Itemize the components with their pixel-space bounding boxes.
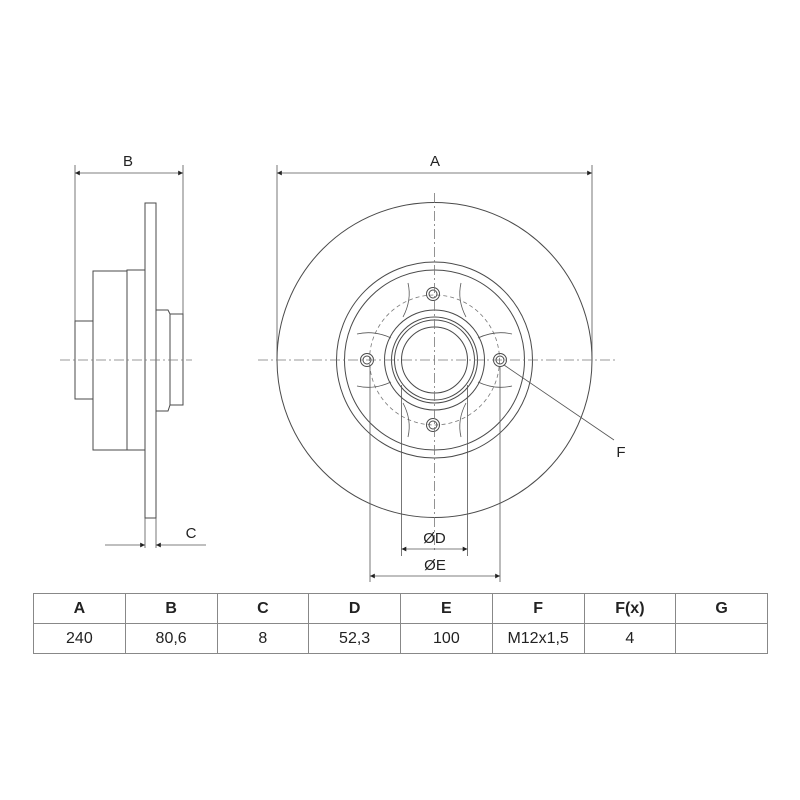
header-b: B xyxy=(124,593,218,624)
thread-leader-line xyxy=(503,364,615,441)
bolt-hole-icon xyxy=(426,287,440,301)
hub-cap xyxy=(169,313,184,406)
header-a: A xyxy=(33,593,126,624)
value-e: 100 xyxy=(400,623,493,654)
header-fx: F(x) xyxy=(583,593,677,624)
dimension-e-label: ØE xyxy=(424,557,446,574)
header-f: F xyxy=(491,593,585,624)
value-a: 240 xyxy=(33,623,126,654)
dimension-c-label: C xyxy=(186,525,197,542)
value-c: 8 xyxy=(216,623,310,654)
front-view: A ØD ØE F xyxy=(258,153,626,582)
value-g xyxy=(675,623,768,654)
table-row: 240 80,6 8 52,3 100 M12x1,5 4 xyxy=(33,623,768,654)
table-header-row: A B C D E F F(x) G xyxy=(33,593,768,624)
thread-label: F xyxy=(616,444,625,461)
hub-body xyxy=(92,270,128,451)
value-b: 80,6 xyxy=(124,623,218,654)
dimension-d-label: ØD xyxy=(423,530,446,547)
bolt-hole-icon xyxy=(426,418,440,432)
header-c: C xyxy=(216,593,310,624)
hub-taper xyxy=(156,309,171,412)
header-e: E xyxy=(400,593,493,624)
hub-ribs xyxy=(356,282,513,438)
dimension-a-label: A xyxy=(430,153,440,170)
header-d: D xyxy=(308,593,401,624)
disc-plate xyxy=(144,202,157,519)
dimension-b-label: B xyxy=(123,153,133,170)
value-d: 52,3 xyxy=(308,623,401,654)
value-fx: 4 xyxy=(583,623,677,654)
side-view: B C xyxy=(60,153,206,548)
value-f: M12x1,5 xyxy=(491,623,585,654)
header-g: G xyxy=(675,593,768,624)
dimensions-table: A B C D E F F(x) G 240 80,6 8 52,3 100 M… xyxy=(33,593,768,654)
